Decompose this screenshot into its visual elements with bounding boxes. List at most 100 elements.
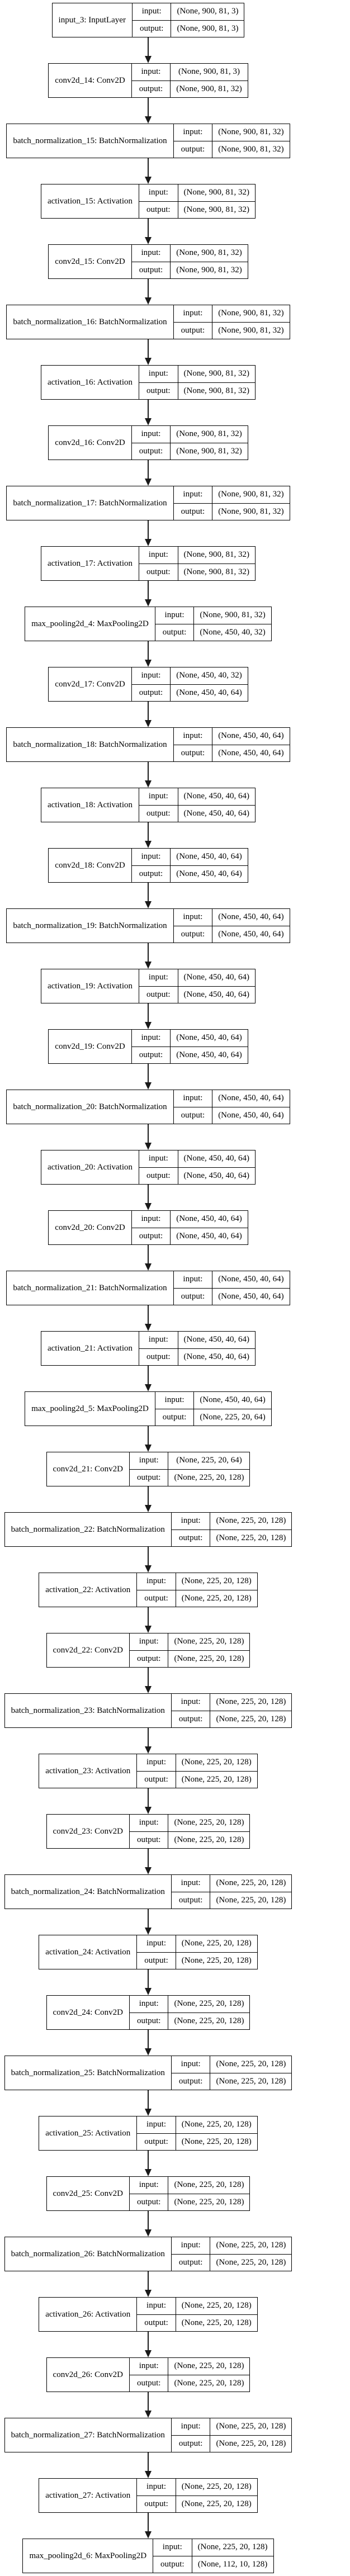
layer-node-row: batch_normalization_17: BatchNormalizati… [0, 486, 296, 520]
arrowhead-icon [145, 2471, 152, 2478]
output-shape: (None, 225, 20, 128) [210, 1710, 292, 1728]
input-shape: (None, 225, 20, 128) [216, 2241, 286, 2250]
output-label: output: [171, 1710, 210, 1728]
arrow-connector [0, 2090, 296, 2116]
layer-name: conv2d_17: Conv2D [49, 667, 132, 701]
layer-name: input_3: InputLayer [53, 3, 133, 37]
io-shape-column: (None, 450, 40, 64) (None, 450, 40, 64) [177, 788, 256, 822]
io-label-column: input: output: [171, 2418, 210, 2452]
io-label-column: input: output: [131, 667, 171, 701]
layer-node: batch_normalization_21: BatchNormalizati… [6, 1271, 290, 1305]
io-shape-column: (None, 450, 40, 64) (None, 450, 40, 64) [177, 1150, 256, 1185]
layer-node: conv2d_19: Conv2D input: output: (None, … [48, 1029, 248, 1064]
input-shape: (None, 225, 20, 128) [181, 2120, 252, 2129]
io-shape-column: (None, 225, 20, 128) (None, 225, 20, 128… [210, 2237, 292, 2271]
layer-name: activation_17: Activation [41, 547, 140, 580]
input-label: input: [139, 2180, 159, 2190]
arrowhead-icon [145, 56, 152, 63]
output-shape: (None, 225, 20, 128) [210, 2435, 292, 2452]
arrow-line [148, 943, 149, 962]
arrow-connector [0, 219, 296, 244]
layer-node-row: batch_normalization_23: BatchNormalizati… [0, 1693, 296, 1728]
output-label: output: [131, 1227, 171, 1245]
input-shape: (None, 225, 20, 128) [181, 1576, 252, 1586]
input-shape: (None, 450, 40, 64) [183, 973, 250, 982]
io-shape-column: (None, 450, 40, 64) (None, 450, 40, 64) [170, 1211, 248, 1244]
arrow-line [148, 883, 149, 902]
layer-node-row: activation_23: Activation input: output:… [0, 1754, 296, 1788]
layer-node: activation_15: Activation input: output:… [40, 184, 256, 219]
io-shape-column: (None, 450, 40, 32) (None, 450, 40, 64) [170, 667, 248, 701]
arrow-line [148, 98, 149, 117]
output-label: output: [131, 80, 171, 98]
arrow-line [148, 1849, 149, 1868]
layer-name: batch_normalization_21: BatchNormalizati… [7, 1271, 174, 1305]
arrow-line [148, 2030, 149, 2049]
arrowhead-icon [145, 358, 152, 365]
output-label: output: [137, 2133, 176, 2151]
input-label: input: [148, 369, 168, 378]
input-label: input: [183, 912, 203, 922]
arrow-connector [0, 279, 296, 305]
arrowhead-icon [145, 2531, 152, 2539]
output-label: output: [173, 925, 212, 943]
layer-name: conv2d_14: Conv2D [49, 64, 132, 97]
io-label-column: input: output: [131, 245, 171, 278]
output-shape: (None, 225, 20, 128) [176, 1770, 257, 1788]
input-shape: (None, 225, 20, 128) [216, 2059, 286, 2069]
output-shape: (None, 900, 81, 32) [171, 261, 248, 279]
output-label: output: [171, 1529, 210, 1547]
io-label-column: input: output: [173, 1090, 212, 1124]
layer-node-row: batch_normalization_20: BatchNormalizati… [0, 1090, 296, 1124]
layer-node: batch_normalization_17: BatchNormalizati… [6, 486, 290, 520]
layer-name: conv2d_16: Conv2D [49, 426, 132, 460]
input-label: input: [183, 309, 203, 318]
input-label: input: [139, 1818, 159, 1827]
input-shape: (None, 450, 40, 64) [176, 1033, 242, 1043]
layer-node: activation_24: Activation input: output:… [39, 1935, 258, 1969]
io-shape-column: (None, 450, 40, 64) (None, 450, 40, 64) [177, 1332, 256, 1365]
layer-node: batch_normalization_15: BatchNormalizati… [6, 124, 290, 158]
arrow-connector [0, 2030, 296, 2056]
layer-node-row: max_pooling2d_6: MaxPooling2D input: out… [0, 2539, 296, 2573]
layer-node-row: conv2d_25: Conv2D input: output: (None, … [0, 2176, 296, 2211]
layer-name: activation_23: Activation [39, 1754, 138, 1788]
output-label: output: [137, 1952, 176, 1969]
arrow-connector [0, 1124, 296, 1150]
layer-name: conv2d_15: Conv2D [49, 245, 132, 278]
arrow-line [148, 339, 149, 358]
io-label-column: input: output: [137, 2298, 176, 2331]
layer-name: activation_24: Activation [39, 1935, 138, 1969]
output-label: output: [139, 563, 178, 581]
arrow-connector [0, 2452, 296, 2478]
layer-name: batch_normalization_24: BatchNormalizati… [5, 1875, 172, 1909]
output-label: output: [173, 321, 212, 339]
arrowhead-icon [145, 2169, 152, 2176]
arrow-line [148, 2271, 149, 2290]
layer-node: activation_19: Activation input: output:… [40, 969, 256, 1003]
io-shape-column: (None, 225, 20, 128) (None, 225, 20, 128… [175, 1754, 257, 1788]
io-label-column: input: output: [139, 969, 178, 1003]
io-label-column: input: output: [173, 486, 212, 520]
arrowhead-icon [145, 1082, 152, 1090]
input-shape: (None, 900, 81, 3) [178, 67, 240, 77]
arrow-connector [0, 400, 296, 425]
output-label: output: [129, 1469, 168, 1486]
input-label: input: [146, 2301, 167, 2310]
layer-node-row: batch_normalization_15: BatchNormalizati… [0, 124, 296, 158]
output-shape: (None, 225, 20, 128) [176, 1952, 257, 1969]
io-label-column: input: output: [137, 1573, 176, 1607]
arrowhead-icon [145, 1203, 152, 1210]
input-label: input: [181, 2059, 201, 2069]
layer-node-row: conv2d_15: Conv2D input: output: (None, … [0, 244, 296, 279]
arrow-connector [0, 2513, 296, 2539]
layer-node-row: conv2d_21: Conv2D input: output: (None, … [0, 1452, 296, 1486]
layer-name: conv2d_24: Conv2D [47, 1996, 130, 2029]
io-label-column: input: output: [131, 1211, 171, 1245]
io-label-column: input: output: [173, 1271, 212, 1305]
layer-node-row: batch_normalization_24: BatchNormalizati… [0, 1874, 296, 1909]
layer-name: conv2d_20: Conv2D [49, 1211, 132, 1244]
output-shape: (None, 450, 40, 64) [178, 1167, 256, 1185]
layer-name: activation_16: Activation [41, 366, 140, 399]
input-shape: (None, 225, 20, 128) [181, 2301, 252, 2310]
